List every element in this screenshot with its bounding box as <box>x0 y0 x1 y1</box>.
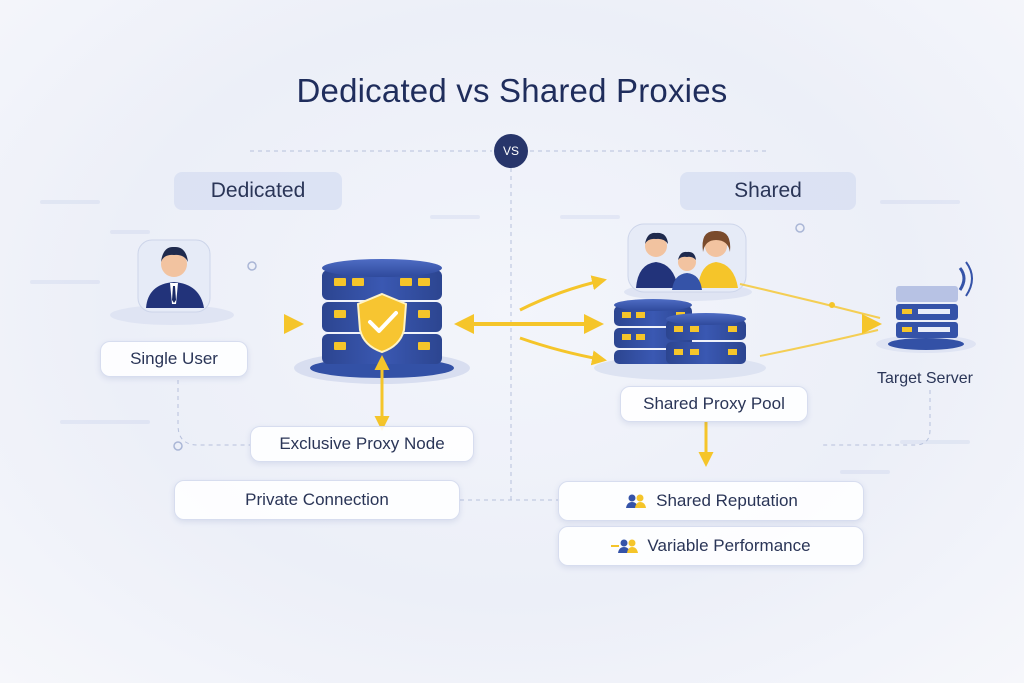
users-icon <box>624 493 648 509</box>
vs-badge: VS <box>494 134 528 168</box>
exclusive-node-label: Exclusive Proxy Node <box>250 426 474 462</box>
target-server-label: Target Server <box>876 370 974 387</box>
dashed-guides <box>177 150 931 501</box>
shared-pool-label: Shared Proxy Pool <box>620 386 808 422</box>
shared-pool-icon <box>594 299 766 380</box>
variable-performance-label: Variable Performance <box>647 536 811 555</box>
shared-reputation-note: Shared Reputation <box>558 481 864 521</box>
background-texture <box>30 200 970 474</box>
users-speed-icon <box>611 538 639 554</box>
target-server-icon <box>876 261 976 353</box>
dedicated-heading: Dedicated <box>174 172 342 210</box>
page-title: Dedicated vs Shared Proxies <box>296 72 728 109</box>
variable-performance-note: Variable Performance <box>558 526 864 566</box>
shared-users-icon <box>624 223 752 301</box>
private-connection-label: Private Connection <box>174 480 460 520</box>
shared-reputation-label: Shared Reputation <box>656 491 798 510</box>
shared-heading: Shared <box>680 172 856 210</box>
single-user-label: Single User <box>100 341 248 377</box>
single-user-icon <box>110 239 234 325</box>
